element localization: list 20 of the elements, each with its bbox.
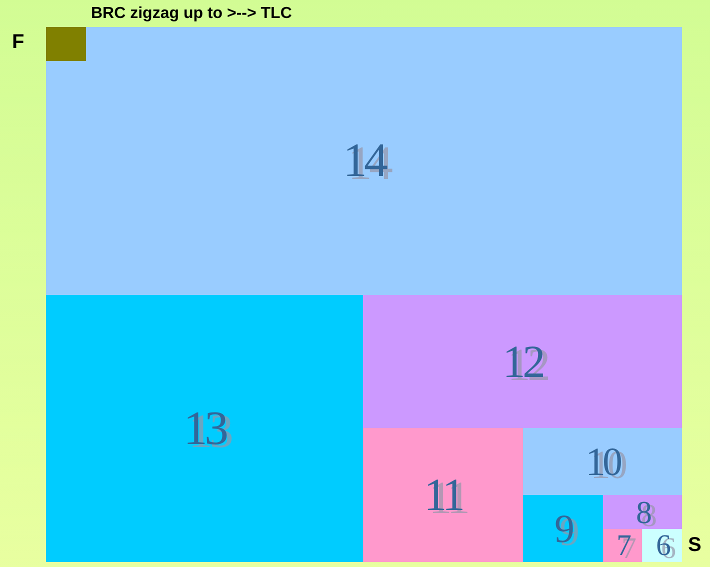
treemap-cell (523, 495, 603, 562)
treemap-cell (363, 428, 523, 562)
cell-number: 14 (343, 137, 385, 185)
cell-number: 6 (656, 530, 668, 560)
treemap-cell (523, 428, 682, 495)
square-marker (46, 27, 86, 61)
treemap-cell (603, 495, 682, 529)
corner-label: S (688, 534, 702, 557)
cell-number: 7 (616, 530, 628, 560)
treemap-cell (46, 27, 682, 295)
treemap-cell (603, 529, 642, 562)
cell-number: 10 (586, 442, 620, 482)
treemap-cell (46, 295, 363, 562)
cell-number: 11 (424, 472, 462, 518)
corner-label: F (12, 31, 24, 54)
treemap-cell (363, 295, 682, 428)
treemap-cell (642, 529, 682, 562)
cell-number: 12 (502, 338, 542, 384)
title: BRC zigzag up to >--> TLC (91, 5, 292, 23)
cell-number: 8 (636, 496, 649, 528)
